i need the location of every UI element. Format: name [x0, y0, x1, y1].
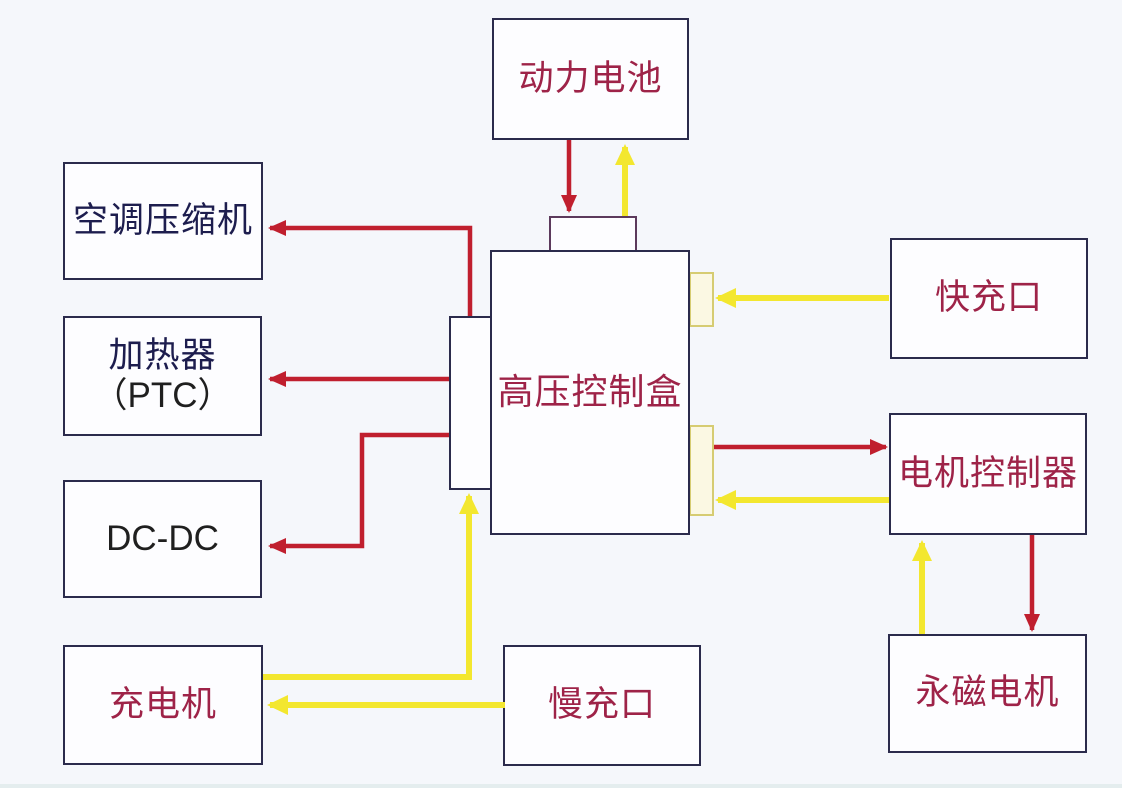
hv-box-top-connector-tab: [549, 216, 637, 252]
node-onboard-charger: 充电机: [63, 645, 263, 765]
node-pm-motor-label: 永磁电机: [915, 673, 1060, 714]
node-slow-charge-port: 慢充口: [503, 645, 701, 766]
node-motor-controller: 电机控制器: [889, 413, 1087, 535]
node-slow-charge-port-label: 慢充口: [547, 685, 656, 726]
node-ac-compressor-label: 空调压缩机: [72, 200, 253, 241]
hv-box-right-upper-connector-tab: [689, 272, 714, 327]
node-dc-dc-label: DC-DC: [106, 518, 219, 558]
node-hv-control-box-label: 高压控制盒: [497, 371, 683, 413]
node-heater-ptc: 加热器 （PTC）: [63, 316, 262, 436]
arrow-charger-to-hvbox-yellow: [263, 493, 479, 680]
node-power-battery-label: 动力电池: [518, 58, 663, 99]
node-power-battery: 动力电池: [492, 18, 689, 140]
hv-box-left-connector-tab: [449, 316, 492, 490]
node-motor-controller-label: 电机控制器: [897, 453, 1078, 494]
node-heater-label-line2: （PTC）: [92, 376, 233, 415]
hv-box-right-lower-connector-tab: [689, 425, 714, 516]
node-hv-control-box: 高压控制盒: [490, 250, 690, 535]
node-fast-charge-port-label: 快充口: [934, 278, 1043, 319]
node-heater-label-line1: 加热器: [108, 335, 217, 376]
arrow-hvbox-to-ac-compressor-red: [268, 220, 473, 316]
node-dc-dc-converter: DC-DC: [63, 480, 262, 598]
node-ac-compressor: 空调压缩机: [63, 162, 263, 280]
arrow-hvbox-to-dcdc-red: [268, 432, 449, 554]
node-fast-charge-port: 快充口: [890, 238, 1088, 359]
node-onboard-charger-label: 充电机: [108, 684, 217, 725]
bottom-edge-strip: [0, 784, 1122, 788]
node-pm-motor: 永磁电机: [888, 634, 1087, 753]
